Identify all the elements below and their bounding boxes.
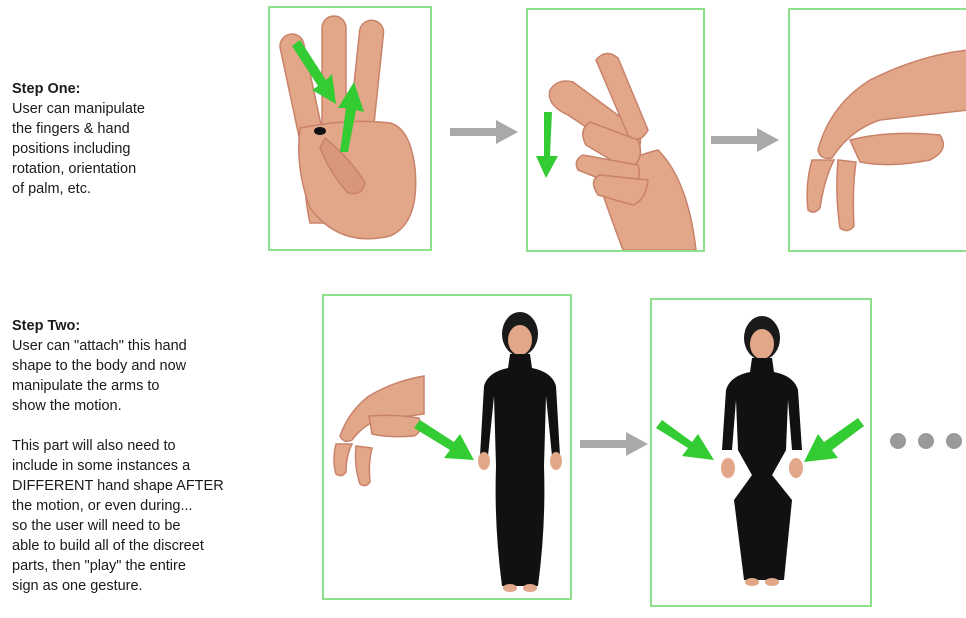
step-one-line: rotation, orientation (12, 159, 182, 179)
figure-in-black-dress (721, 316, 803, 586)
gray-flow-arrow (711, 128, 781, 152)
figure-arm-motion-illustration (652, 300, 870, 605)
step-one-line: User can manipulate (12, 99, 182, 119)
step-two-note-line: DIFFERENT hand shape AFTER (12, 476, 252, 496)
three-finger-hand-illustration (270, 8, 430, 249)
step-two-title: Step Two: (12, 316, 252, 336)
hand-attach-panel (322, 294, 572, 600)
hand-shape-panel-1 (268, 6, 432, 251)
hand-shape-panel-2 (526, 8, 705, 252)
continuation-dots (886, 428, 966, 454)
hand-shape-panel-3 (788, 8, 966, 252)
step-two-note-line: the motion, or even during... (12, 496, 252, 516)
hand-and-figure-illustration (324, 296, 570, 598)
step-two-line: User can "attach" this hand (12, 336, 252, 356)
step-two-line: shape to the body and now (12, 356, 252, 376)
green-motion-arrow (536, 112, 558, 178)
figure-in-black-dress (478, 312, 562, 592)
arm-motion-panel (650, 298, 872, 607)
step-one-line: of palm, etc. (12, 179, 182, 199)
green-motion-arrow (414, 420, 474, 460)
step-two-note-line: This part will also need to (12, 436, 252, 456)
step-two-note-line: so the user will need to be (12, 516, 252, 536)
step-one-title: Step One: (12, 79, 182, 99)
step-two-note-line: sign as one gesture. (12, 576, 252, 596)
step-one-line: positions including (12, 139, 182, 159)
bent-finger-hand-illustration (528, 10, 703, 250)
step-one-line: the fingers & hand (12, 119, 182, 139)
step-two-line: show the motion. (12, 396, 252, 416)
step-two-line: manipulate the arms to (12, 376, 252, 396)
gray-flow-arrow (580, 432, 650, 456)
step-one-description: Step One: User can manipulate the finger… (12, 79, 182, 199)
pointing-hand-illustration (790, 10, 966, 250)
step-two-description: Step Two: User can "attach" this hand sh… (12, 316, 252, 596)
step-two-note-line: able to build all of the discreet (12, 536, 252, 556)
step-two-note-line: include in some instances a (12, 456, 252, 476)
step-two-note-line: parts, then "play" the entire (12, 556, 252, 576)
gray-flow-arrow (450, 120, 520, 144)
